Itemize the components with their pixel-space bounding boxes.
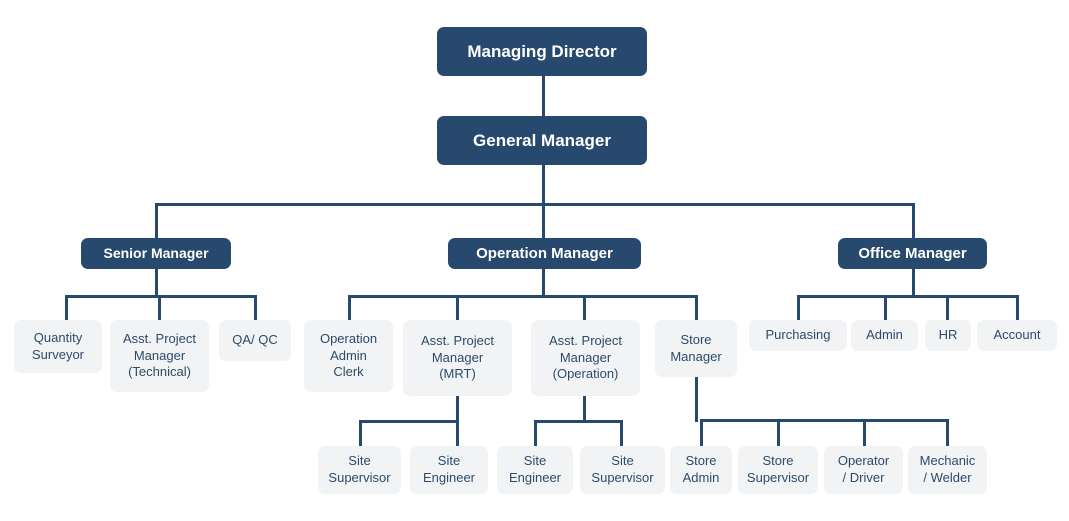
connector-to-hr <box>946 295 949 321</box>
node-senior-manager[interactable]: Senior Manager <box>81 238 231 269</box>
connector-to-apm-technical <box>158 295 161 321</box>
connector-bus-to-office-manager <box>912 203 915 239</box>
connector-to-op-site-engineer <box>534 420 537 447</box>
node-quantity-surveyor[interactable]: Quantity Surveyor <box>14 320 102 373</box>
connector-to-mechanic-welder <box>946 419 949 447</box>
connector-to-operator-driver <box>863 419 866 447</box>
node-apm-technical[interactable]: Asst. Project Manager (Technical) <box>110 320 209 392</box>
node-hr[interactable]: HR <box>925 320 971 351</box>
node-admin[interactable]: Admin <box>851 320 918 351</box>
node-general-manager[interactable]: General Manager <box>437 116 647 165</box>
node-op-site-engineer[interactable]: Site Engineer <box>497 446 573 494</box>
connector-to-apm-mrt <box>456 295 459 321</box>
connector-apm-operation-bus <box>534 420 623 423</box>
connector-to-mrt-site-engineer <box>456 420 459 447</box>
connector-to-admin <box>884 295 887 321</box>
node-apm-operation[interactable]: Asst. Project Manager (Operation) <box>531 320 640 396</box>
connector-to-apm-operation <box>583 295 586 321</box>
connector-md-to-gm <box>542 75 545 117</box>
connector-office-manager-stem <box>912 269 915 297</box>
node-store-manager[interactable]: Store Manager <box>655 320 737 377</box>
node-office-manager[interactable]: Office Manager <box>838 238 987 269</box>
node-mechanic-welder[interactable]: Mechanic / Welder <box>908 446 987 494</box>
node-mrt-site-supervisor[interactable]: Site Supervisor <box>318 446 401 494</box>
node-account[interactable]: Account <box>977 320 1057 351</box>
connector-to-store-manager <box>695 295 698 321</box>
connector-to-account <box>1016 295 1019 321</box>
node-qa-qc[interactable]: QA/ QC <box>219 320 291 361</box>
connector-senior-manager-bus <box>65 295 257 298</box>
connector-apm-mrt-stem <box>456 396 459 422</box>
connector-operation-manager-stem <box>542 269 545 297</box>
connector-to-op-site-supervisor <box>620 420 623 447</box>
node-op-site-supervisor[interactable]: Site Supervisor <box>580 446 665 494</box>
node-operation-admin-clerk[interactable]: Operation Admin Clerk <box>304 320 393 392</box>
node-store-admin[interactable]: Store Admin <box>670 446 732 494</box>
node-store-supervisor[interactable]: Store Supervisor <box>738 446 818 494</box>
connector-to-store-supervisor <box>777 419 780 447</box>
connector-operation-manager-bus <box>348 295 698 298</box>
node-mrt-site-engineer[interactable]: Site Engineer <box>410 446 488 494</box>
connector-apm-mrt-bus <box>359 420 459 423</box>
connector-store-manager-stem <box>695 377 698 422</box>
node-apm-mrt[interactable]: Asst. Project Manager (MRT) <box>403 320 512 396</box>
connector-to-qa-qc <box>254 295 257 321</box>
node-operator-driver[interactable]: Operator / Driver <box>824 446 903 494</box>
connector-office-manager-bus <box>797 295 1019 298</box>
connector-to-quantity-surveyor <box>65 295 68 321</box>
connector-to-operation-admin-clerk <box>348 295 351 321</box>
connector-bus-to-senior-manager <box>155 203 158 239</box>
connector-senior-manager-stem <box>155 269 158 297</box>
connector-to-purchasing <box>797 295 800 321</box>
connector-gm-stem <box>542 164 545 206</box>
connector-gm-bus <box>155 203 915 206</box>
connector-store-manager-bus <box>700 419 948 422</box>
connector-to-store-admin <box>700 419 703 447</box>
node-operation-manager[interactable]: Operation Manager <box>448 238 641 269</box>
connector-apm-operation-stem <box>583 396 586 422</box>
connector-to-mrt-site-supervisor <box>359 420 362 447</box>
connector-bus-to-operation-manager <box>542 203 545 239</box>
node-managing-director[interactable]: Managing Director <box>437 27 647 76</box>
node-purchasing[interactable]: Purchasing <box>749 320 847 351</box>
